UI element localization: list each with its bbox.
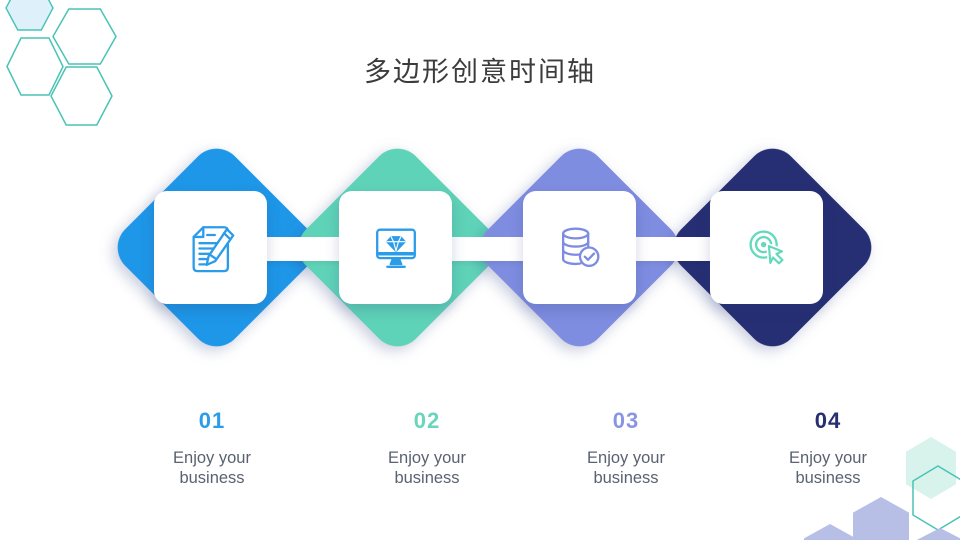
timeline-connector: [211, 237, 768, 261]
hexagon-filled-lavender-icon: [916, 528, 960, 540]
hexagon-filled-mint-icon: [906, 437, 956, 499]
step-label-2: Enjoy your business: [347, 449, 507, 488]
database-check-icon: [561, 227, 599, 267]
step-number-2: 02: [413, 408, 441, 433]
step-card-4: [710, 191, 823, 304]
step-card-2: [339, 191, 452, 304]
step-label-line1: Enjoy your: [587, 449, 665, 467]
step-card-3: [523, 191, 636, 304]
step-number-4: 04: [814, 408, 842, 433]
step-label-line1: Enjoy your: [173, 449, 251, 467]
step-label-4: Enjoy your business: [748, 449, 908, 488]
step-label-line2: business: [795, 468, 861, 487]
monitor-gem-icon: [375, 228, 416, 268]
step-label-line2: business: [593, 468, 659, 487]
step-card-1: [154, 191, 267, 304]
page-title: 多边形创意时间轴: [364, 57, 596, 87]
target-click-icon: [748, 229, 785, 266]
step-label-3: Enjoy your business: [546, 449, 706, 488]
step-label-1: Enjoy your business: [132, 449, 292, 488]
hexagon-filled-lavender-icon: [853, 497, 909, 540]
step-number-1: 01: [198, 408, 226, 433]
hexagon-filled-lightblue-icon: [5, 0, 54, 31]
document-pencil-icon: [191, 225, 234, 272]
hexagon-filled-lavender-icon: [804, 524, 856, 540]
step-label-line1: Enjoy your: [388, 449, 466, 467]
hexagon-outline-icon: [912, 465, 960, 531]
step-number-3: 03: [612, 408, 640, 433]
step-label-line2: business: [394, 468, 460, 487]
step-label-line1: Enjoy your: [789, 449, 867, 467]
step-label-line2: business: [179, 468, 245, 487]
